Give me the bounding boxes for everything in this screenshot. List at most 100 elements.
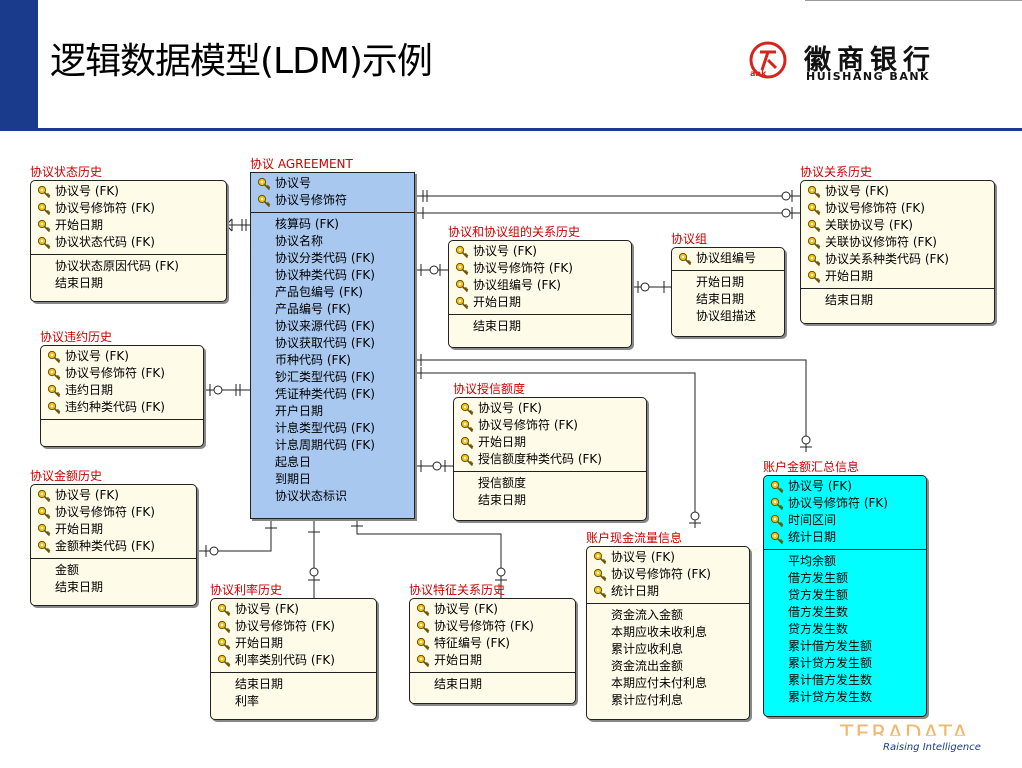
key-icon: [416, 603, 430, 617]
attribute-text: 协议号修饰符 (FK): [235, 619, 335, 633]
attribute: 本期应付未付利息: [611, 675, 745, 692]
attribute-text: 开始日期: [55, 522, 104, 536]
key-icon: [460, 419, 474, 433]
attribute-text: 协议号修饰符 (FK): [825, 201, 925, 215]
attribute-text: 凭证种类代码 (FK): [275, 387, 375, 401]
key-icon: [217, 603, 231, 617]
attribute-text: 资金流入金额: [611, 608, 684, 622]
attribute-list: 结束日期: [801, 289, 994, 312]
key-attribute: 授信额度种类代码 (FK): [460, 451, 642, 468]
entity-title: 协议金额历史: [30, 469, 103, 483]
attribute: 计息周期代码 (FK): [275, 437, 410, 454]
entity-box: 协议号 (FK)协议号修饰符 (FK)开始日期利率类别代码 (FK) 结束日期利…: [210, 598, 377, 720]
attribute-text: 到期日: [275, 472, 312, 486]
attribute-text: 产品包编号 (FK): [275, 285, 363, 299]
attribute-text: 结束日期: [696, 292, 745, 306]
attribute-text: 协议号 (FK): [65, 349, 129, 363]
attribute: 累计贷方发生额: [788, 655, 922, 672]
key-icon: [37, 236, 51, 250]
attribute-text: 统计日期: [788, 530, 837, 544]
attribute-text: 协议组编号: [696, 251, 757, 265]
key-icon: [807, 202, 821, 216]
attribute-text: 协议号修饰符 (FK): [788, 496, 888, 510]
key-attribute: 违约日期: [47, 382, 199, 399]
attribute-text: 协议号修饰符 (FK): [55, 505, 155, 519]
attribute-text: 利率: [235, 694, 260, 708]
key-list: 协议号 (FK)协议号修饰符 (FK)开始日期授信额度种类代码 (FK): [454, 398, 646, 472]
key-attribute: 金额种类代码 (FK): [37, 538, 192, 555]
bank-logo-icon-text: ank: [750, 69, 767, 78]
attribute-text: 结束日期: [478, 493, 527, 507]
bank-name-en: HUISHANG BANK: [806, 70, 931, 83]
attribute: 协议状态原因代码 (FK): [55, 258, 222, 275]
attribute: 计息类型代码 (FK): [275, 420, 410, 437]
key-attribute: 协议号修饰符: [257, 192, 410, 209]
key-list: 协议组编号: [672, 248, 784, 271]
attribute-text: 特征编号 (FK): [434, 636, 510, 650]
attribute-text: 钞汇类型代码 (FK): [275, 370, 375, 384]
key-attribute: 协议号修饰符 (FK): [770, 495, 922, 512]
key-icon: [807, 270, 821, 284]
key-icon: [37, 540, 51, 554]
attribute-text: 协议号修饰符 (FK): [55, 201, 155, 215]
attribute-text: 开始日期: [434, 653, 483, 667]
key-icon: [37, 489, 51, 503]
attribute-text: 借方发生数: [788, 605, 849, 619]
key-attribute: 开始日期: [416, 652, 571, 669]
attribute: 累计借方发生额: [788, 638, 922, 655]
key-attribute: 协议号 (FK): [37, 487, 192, 504]
key-attribute: 协议号 (FK): [455, 243, 627, 260]
attribute-list: 金额结束日期: [31, 559, 196, 599]
key-icon: [460, 453, 474, 467]
attribute-text: 累计应付利息: [611, 693, 684, 707]
key-icon: [37, 523, 51, 537]
key-attribute: 协议号修饰符 (FK): [416, 618, 571, 635]
attribute-list: 资金流入金额本期应收未收利息累计应收利息资金流出金额本期应付未付利息累计应付利息: [587, 604, 749, 712]
key-icon: [455, 296, 469, 310]
key-icon: [416, 654, 430, 668]
key-attribute: 协议组编号 (FK): [455, 277, 627, 294]
key-attribute: 特征编号 (FK): [416, 635, 571, 652]
attribute-text: 贷方发生数: [788, 622, 849, 636]
bank-name-cn: 徽商银行: [804, 45, 936, 76]
rel-mark: [213, 385, 223, 395]
key-attribute: 协议关系种类代码 (FK): [807, 251, 990, 268]
rel-line-summary: [413, 359, 807, 452]
attribute-text: 关联协议修饰符 (FK): [825, 235, 937, 249]
attribute-text: 金额种类代码 (FK): [55, 539, 155, 553]
key-icon: [37, 219, 51, 233]
attribute: 结束日期: [473, 318, 627, 335]
attribute: 币种代码 (FK): [275, 352, 410, 369]
attribute-text: 协议号修饰符 (FK): [611, 567, 711, 581]
attribute-text: 协议组编号 (FK): [473, 278, 561, 292]
key-attribute: 协议号 (FK): [47, 348, 199, 365]
attribute: 协议组描述: [696, 308, 780, 325]
attribute-text: 协议号 (FK): [478, 401, 542, 415]
attribute: 结束日期: [55, 579, 192, 596]
attribute-text: 协议号 (FK): [235, 602, 299, 616]
key-attribute: 协议号修饰符 (FK): [807, 200, 990, 217]
attribute-text: 开始日期: [473, 295, 522, 309]
attribute: 核算码 (FK): [275, 216, 410, 233]
entity-title: 协议 AGREEMENT: [250, 157, 353, 171]
key-attribute: 协议状态代码 (FK): [37, 234, 222, 251]
attribute-text: 协议号修饰符 (FK): [65, 366, 165, 380]
attribute-text: 协议号修饰符: [275, 193, 348, 207]
attribute-text: 统计日期: [611, 584, 660, 598]
attribute: 钞汇类型代码 (FK): [275, 369, 410, 386]
key-icon: [593, 568, 607, 582]
entity-box: 协议号 (FK)协议号修饰符 (FK)关联协议号 (FK)关联协议修饰符 (FK…: [800, 180, 995, 324]
attribute: 结束日期: [696, 291, 780, 308]
key-icon: [37, 202, 51, 216]
attribute-text: 协议组描述: [696, 309, 757, 323]
attribute: 贷方发生额: [788, 587, 922, 604]
key-attribute: 协议号 (FK): [416, 601, 571, 618]
attribute-text: 产品编号 (FK): [275, 302, 351, 316]
rel-mark: [690, 511, 700, 521]
key-attribute: 协议号 (FK): [460, 400, 642, 417]
attribute-text: 协议号 (FK): [55, 184, 119, 198]
key-list: 协议号 (FK)协议号修饰符 (FK)统计日期: [587, 547, 749, 604]
key-icon: [770, 480, 784, 494]
key-attribute: 协议号 (FK): [770, 478, 922, 495]
entity-box: 协议号协议号修饰符 核算码 (FK)协议名称协议分类代码 (FK)协议种类代码 …: [250, 172, 415, 519]
